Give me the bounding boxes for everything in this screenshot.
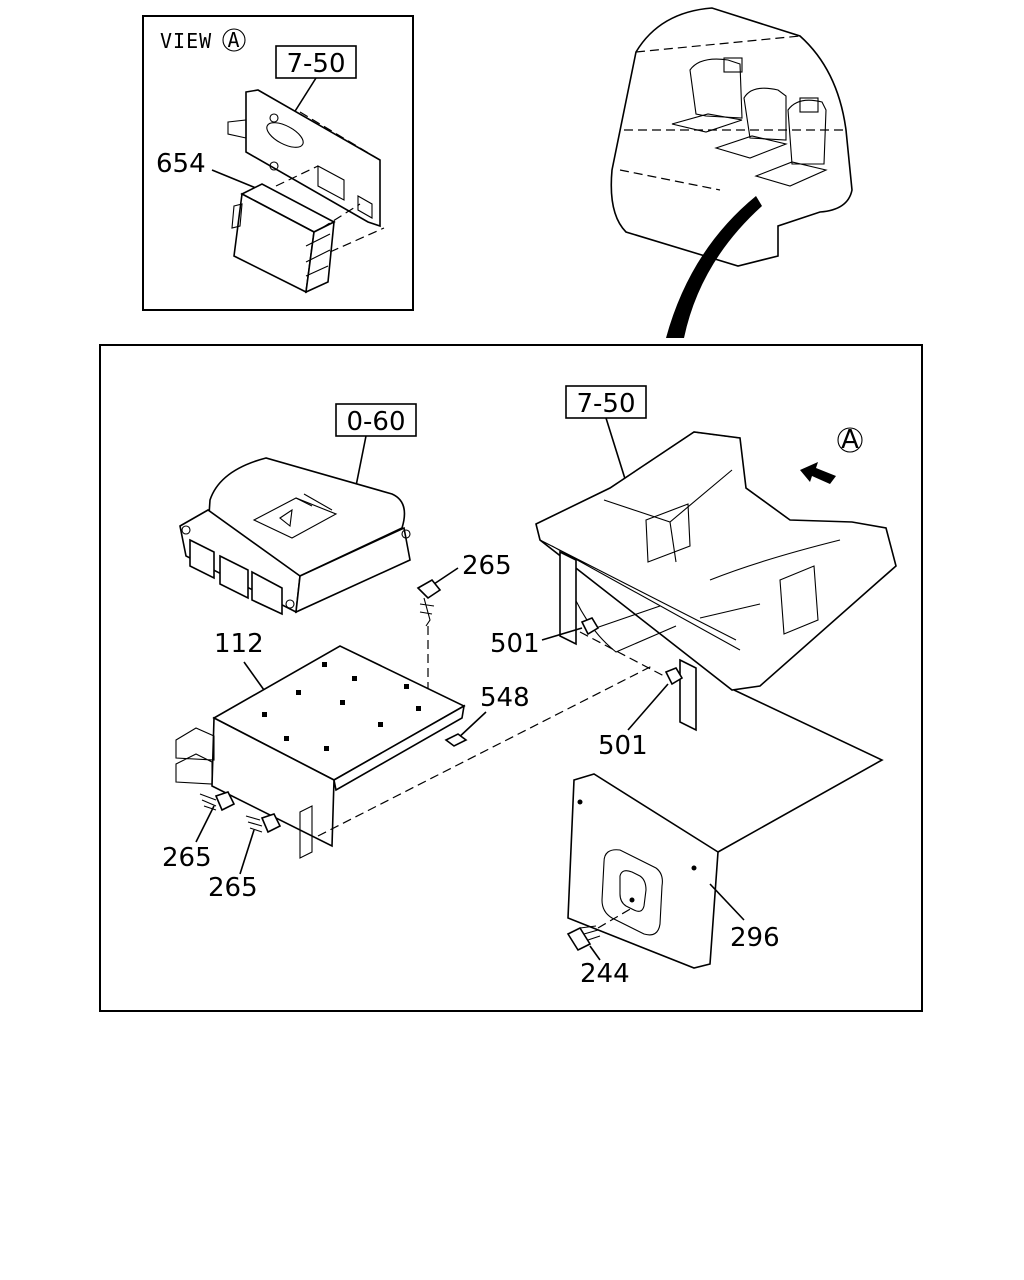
main-frame — [99, 344, 923, 1012]
leader-654 — [211, 169, 257, 189]
ecu-label-plate — [252, 497, 338, 539]
part-label-501-left: 501 — [490, 629, 540, 659]
cover-recess — [601, 849, 663, 936]
cover-296 — [567, 773, 719, 969]
floor-ref-box — [565, 385, 647, 419]
ecu-ref-leader — [355, 435, 367, 487]
locator-arrow — [666, 196, 762, 338]
leader-296 — [709, 883, 745, 921]
bracket-edge — [333, 704, 466, 792]
direction-arrow — [800, 462, 836, 484]
leader-265-left — [195, 805, 215, 843]
inset-ref-box — [275, 45, 357, 79]
direction-marker-a: A — [800, 425, 863, 484]
ecu-assembly: 0-60 — [179, 403, 417, 616]
leader-501-right — [627, 683, 669, 731]
inset-ref-leader — [291, 77, 317, 117]
nut-501-right — [664, 667, 684, 686]
floor-panel: 7-50 — [535, 385, 897, 732]
part-label-265-left: 265 — [162, 843, 212, 873]
ecu-connectors — [189, 538, 283, 616]
part-label-265-bottom: 265 — [208, 873, 258, 903]
nut-501-left — [580, 617, 600, 636]
clip-548 — [444, 733, 468, 747]
part-label-654: 654 — [156, 149, 206, 179]
cab-overview — [610, 7, 853, 338]
inset-bracket-plate — [227, 89, 381, 228]
leader-244 — [589, 945, 601, 961]
screw-265-bottom — [245, 813, 282, 834]
module-654 — [231, 165, 385, 294]
screw-265-top — [416, 578, 442, 700]
bracket-112 — [175, 645, 466, 859]
cab-seats — [671, 57, 828, 187]
floor-ref-text: 7-50 — [576, 389, 635, 419]
inset-view-a: VIEW A 7-50 654 — [142, 15, 414, 311]
cab-outline — [610, 7, 853, 267]
bolt-244 — [566, 907, 633, 952]
floor-cutout — [645, 503, 691, 563]
screw-265-left — [199, 791, 236, 812]
inset-frame — [142, 15, 414, 311]
ecu-side — [295, 526, 411, 614]
part-label-244: 244 — [580, 959, 630, 989]
view-marker-letter: A — [227, 28, 240, 52]
part-label-548: 548 — [480, 683, 530, 713]
ecu-ref-text: 0-60 — [346, 407, 405, 437]
part-label-265-top: 265 — [462, 551, 512, 581]
view-label: VIEW — [160, 29, 212, 53]
inset-ref-text: 7-50 — [286, 49, 345, 79]
part-label-296: 296 — [730, 923, 780, 953]
floor-ref-leader — [605, 417, 627, 483]
leader-112 — [243, 661, 265, 691]
part-label-112: 112 — [214, 629, 264, 659]
bracket-front — [211, 716, 335, 848]
leader-265-top — [433, 567, 459, 585]
assembly-lines — [317, 631, 884, 853]
ecu-warning-triangle — [279, 508, 293, 528]
leader-265-bottom — [239, 829, 255, 875]
leader-501-left — [541, 627, 583, 641]
view-marker-circle — [222, 28, 246, 52]
floor-outline — [535, 431, 897, 691]
cover-plate — [567, 773, 719, 969]
direction-marker-letter: A — [841, 425, 859, 455]
bracket-holes — [262, 662, 421, 751]
ecu-ref-box — [335, 403, 417, 437]
part-label-501-right: 501 — [598, 731, 648, 761]
